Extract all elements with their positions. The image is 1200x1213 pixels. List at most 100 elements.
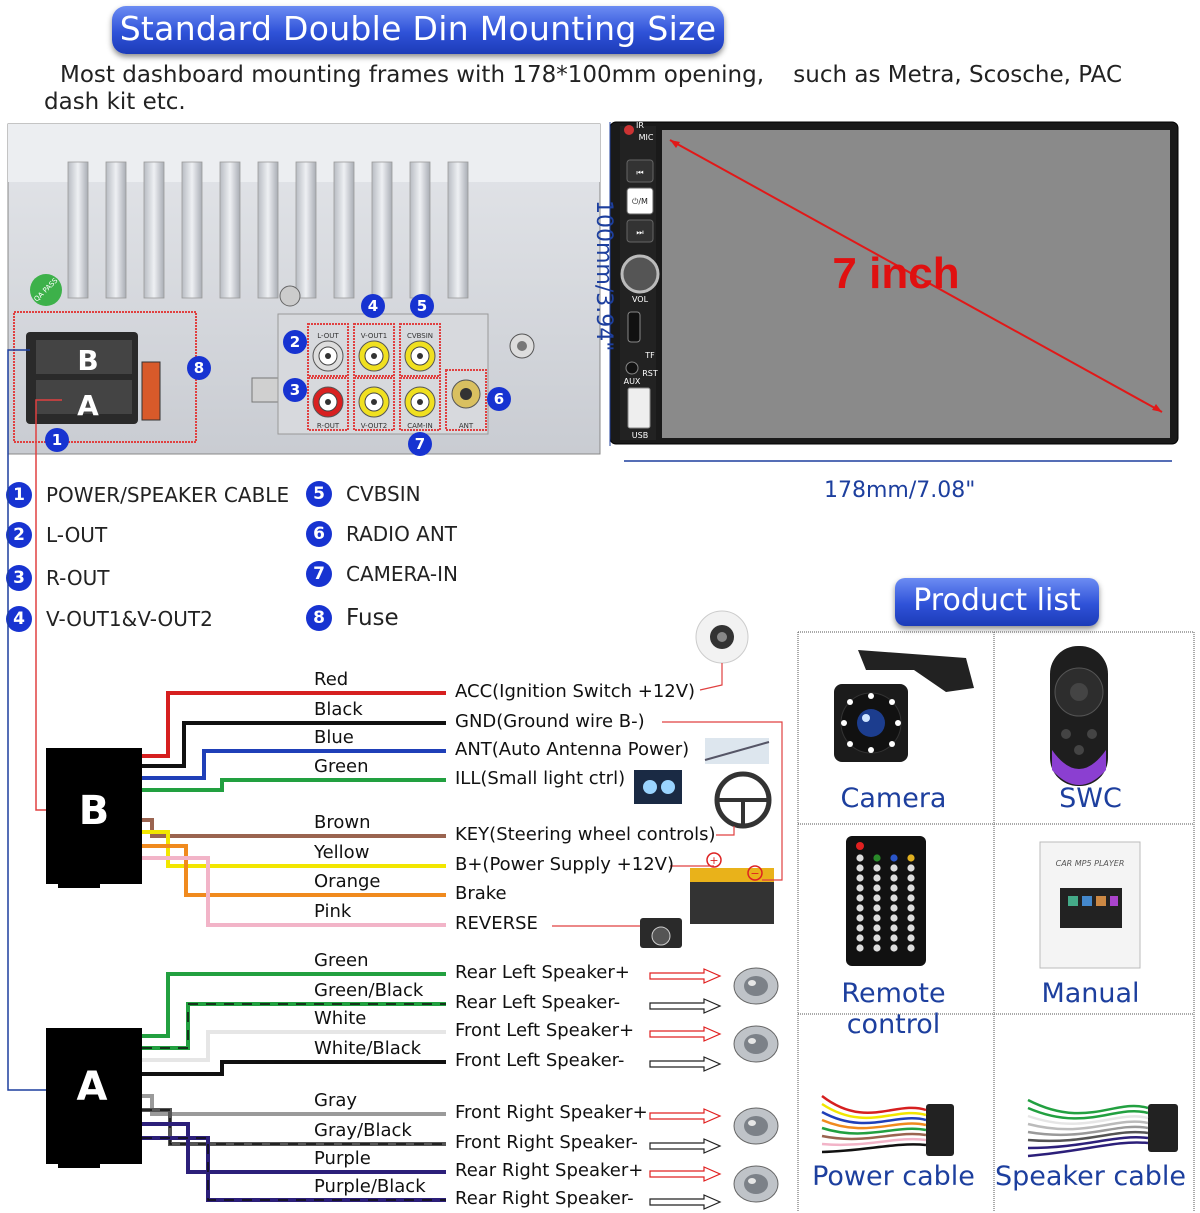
remote-product-image [846, 836, 926, 966]
battery-icon: +− [690, 852, 774, 924]
legend-label: CAMERA-IN [346, 562, 458, 586]
heatsink-fin [143, 161, 165, 299]
wire-color-label: Blue [314, 727, 354, 748]
heatsink-fin [67, 161, 89, 299]
speaker-icon [733, 967, 779, 1005]
rca-cam-in [404, 386, 436, 418]
heatsink-fin [105, 161, 127, 299]
legend-number: 1 [6, 482, 32, 508]
legend-item-2: 2 L-OUT [6, 522, 107, 548]
wire-color-label: Green [314, 950, 369, 971]
svg-text:+: + [709, 854, 718, 867]
arrow-icon [649, 1194, 722, 1210]
next-icon: ⏭ [636, 228, 643, 237]
arrow-icon [649, 1026, 722, 1042]
speaker-icon [733, 1165, 779, 1203]
wire-function-label: ILL(Small light ctrl) [455, 768, 626, 789]
wire-color-label: Pink [314, 901, 352, 922]
wire-function-label: Rear Left Speaker- [455, 992, 621, 1013]
aux-port [625, 361, 639, 375]
marker-8: 8 [194, 359, 204, 377]
tf-label: TF [644, 351, 655, 360]
rca-v-out1 [358, 340, 390, 372]
camera-product-image [834, 650, 974, 762]
volume-knob[interactable] [620, 254, 660, 294]
light-icon [634, 770, 682, 804]
wire-b-yellow [142, 830, 446, 868]
legend-number: 7 [306, 561, 332, 587]
front-panel-diagram: 7 inch IR MIC ⏮ ⏻/M ⏭ VOL TF AUX RST USB [609, 121, 1179, 462]
screen-size-text: 7 inch [832, 249, 959, 298]
wire-color-label: Red [314, 669, 349, 690]
prev-button[interactable] [626, 159, 654, 183]
ir-label: IR [636, 121, 644, 130]
port-label-v-out1: V-OUT1 [361, 332, 387, 340]
vol-label: VOL [632, 295, 649, 304]
rear-camera-icon [640, 918, 682, 948]
speaker-icon [733, 1025, 779, 1063]
legend-number: 8 [306, 605, 332, 631]
port-label-r-out: R-OUT [317, 422, 340, 430]
wire-color-label: Yellow [314, 842, 370, 863]
wire-function-label: Rear Right Speaker+ [455, 1160, 644, 1181]
wire-function-label: REVERSE [455, 913, 538, 934]
legend-label: L-OUT [46, 523, 108, 547]
legend-number: 2 [6, 522, 32, 548]
wire-function-label: ANT(Auto Antenna Power) [455, 739, 690, 760]
legend-label: V-OUT1&V-OUT2 [46, 607, 213, 631]
manual-cover-text: CAR MP5 PLAYER [1056, 859, 1125, 868]
power-mode-button[interactable] [626, 187, 654, 215]
rca-cvbsin [404, 340, 436, 372]
wire-color-label: Green/Black [314, 980, 424, 1001]
product-label-remote: Remote control [841, 978, 946, 1040]
intro-text: Most dashboard mounting frames with 178*… [44, 62, 1184, 116]
heatsink-fin [257, 161, 279, 299]
marker-5: 5 [417, 297, 427, 315]
connector-b-block [46, 748, 142, 884]
wire-color-label: Brown [314, 812, 371, 833]
marker-4: 4 [368, 297, 378, 315]
wire-color-label: Green [314, 756, 369, 777]
product-label-camera: Camera [840, 783, 947, 814]
heatsink-fin [333, 161, 355, 299]
product-label-speaker-cable: Speaker cable [994, 1161, 1187, 1192]
wire-b-pink [142, 856, 446, 927]
legend-number: 6 [306, 521, 332, 547]
legend-number: 3 [6, 565, 32, 591]
connector-b-block-label: B [79, 788, 110, 834]
speaker-cable-product-image [1027, 1098, 1178, 1158]
swc-product-image [1050, 646, 1108, 786]
power-mode-icon: ⏻/M [632, 197, 648, 206]
legend-label: CVBSIN [346, 482, 421, 506]
rca-v-out2 [358, 386, 390, 418]
speaker-icon [733, 1107, 779, 1145]
arrow-icon [649, 998, 722, 1014]
legend-item-7: 7 CAMERA-IN [306, 561, 458, 587]
width-dimension: 178mm/7.08" [824, 478, 976, 503]
wire-function-label: Rear Right Speaker- [455, 1188, 634, 1209]
heatsink-fin [219, 161, 241, 299]
intro-line-1a: Most dashboard mounting frames with 178*… [60, 62, 765, 88]
height-dimension: 100mm/3.94" [591, 200, 616, 352]
legend-label: RADIO ANT [346, 522, 458, 546]
legend-label: Fuse [346, 605, 399, 631]
usb-port [627, 387, 651, 429]
product-label-manual: Manual [1041, 978, 1140, 1009]
steering-wheel-icon [714, 771, 772, 829]
prev-icon: ⏮ [636, 168, 643, 177]
next-button[interactable] [626, 219, 654, 243]
arrow-icon [649, 1108, 722, 1124]
wire-a-purple [142, 1122, 446, 1174]
qa-sticker [30, 274, 62, 306]
rca-l-out [312, 340, 344, 372]
wire-b-blue [142, 749, 446, 780]
intro-line-2: dash kit etc. [44, 89, 186, 115]
intro-line-1b: such as Metra, Scosche, PAC [793, 62, 1123, 88]
wire-color-label: Gray [314, 1090, 358, 1111]
wire-function-label: GND(Ground wire B-) [455, 711, 645, 732]
wire-function-label: KEY(Steering wheel controls) [455, 824, 716, 845]
port-label-cvbsin: CVBSIN [407, 332, 433, 340]
product-list-title: Product list [895, 578, 1099, 626]
heatsink-fin [409, 161, 431, 299]
